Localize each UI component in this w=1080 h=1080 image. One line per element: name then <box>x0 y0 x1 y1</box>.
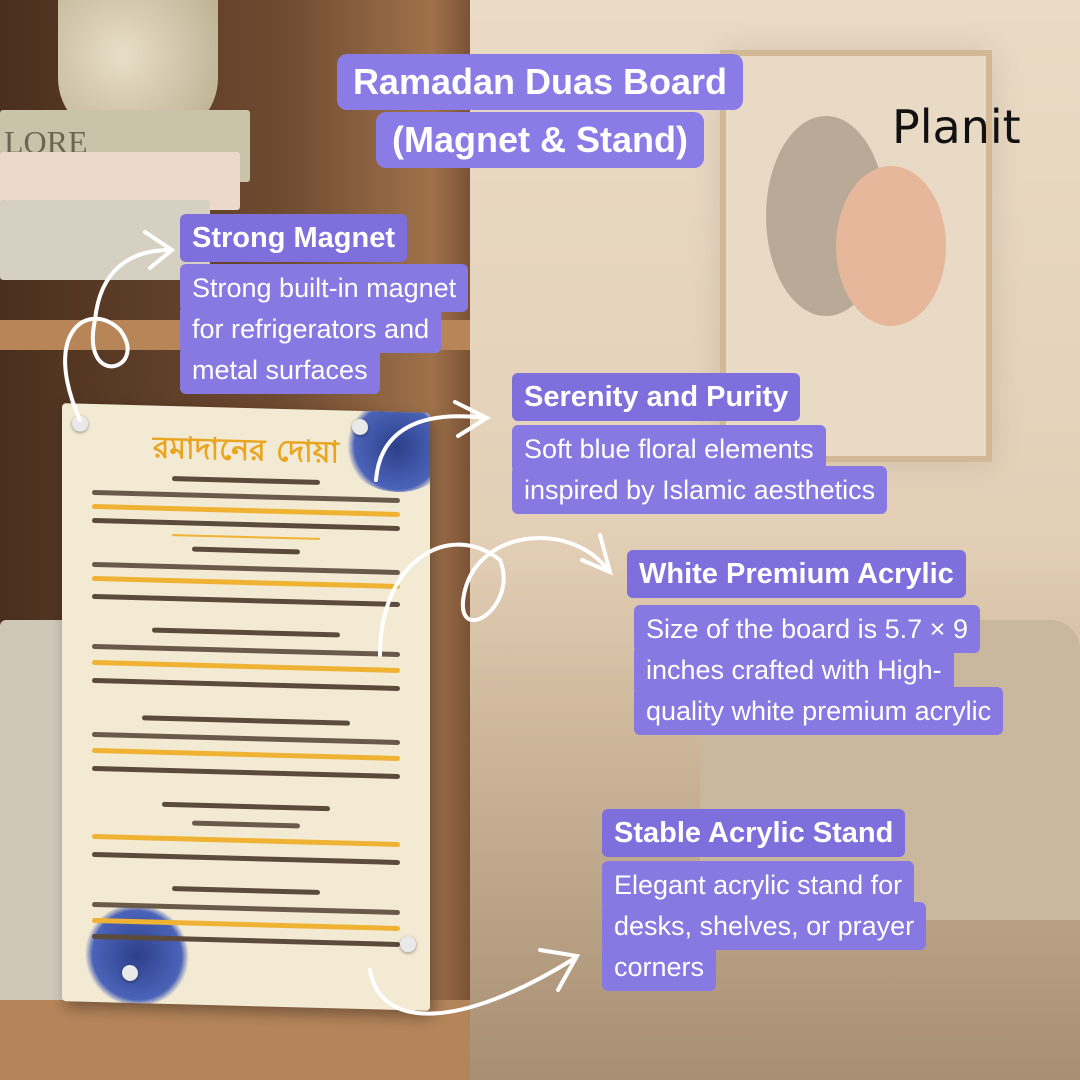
feature-line: Elegant acrylic stand for <box>602 861 915 909</box>
curly-arrow-icon <box>368 956 577 1016</box>
feature-heading: Strong Magnet <box>180 214 407 262</box>
planit-logo: Planit <box>892 100 1021 154</box>
feature-line: corners <box>602 943 717 991</box>
feature-line: inspired by Islamic aesthetics <box>512 466 888 514</box>
curly-arrow-icon <box>374 414 487 482</box>
wall-art <box>720 50 992 462</box>
book <box>0 200 210 280</box>
feature-line: metal surfaces <box>180 346 380 394</box>
title-line-1: Ramadan Duas Board <box>336 54 744 110</box>
feature-line: for refrigerators and <box>180 305 442 353</box>
feature-heading: Serenity and Purity <box>512 373 801 421</box>
feature-line: desks, shelves, or prayer <box>602 902 927 950</box>
feature-line: Size of the board is 5.7 × 9 <box>634 605 980 653</box>
feature-heading: Stable Acrylic Stand <box>602 809 906 857</box>
arrow-head-icon <box>538 948 581 992</box>
arrow-head-icon <box>453 400 492 438</box>
feature-line: Strong built-in magnet <box>180 264 469 312</box>
arrow-head-icon <box>143 230 176 270</box>
title-line-2: (Magnet & Stand) <box>376 112 704 168</box>
feature-line: quality white premium acrylic <box>634 687 1004 735</box>
feature-line: inches crafted with High- <box>634 646 954 694</box>
curly-arrow-icon <box>63 248 172 422</box>
arrow-head-icon <box>580 533 614 576</box>
curly-arrow-icon <box>378 536 610 657</box>
feature-line: Soft blue floral elements <box>512 425 826 473</box>
feature-heading: White Premium Acrylic <box>627 550 966 598</box>
shelf-board <box>0 1000 470 1080</box>
page-title: Ramadan Duas Board (Magnet & Stand) <box>316 54 764 168</box>
